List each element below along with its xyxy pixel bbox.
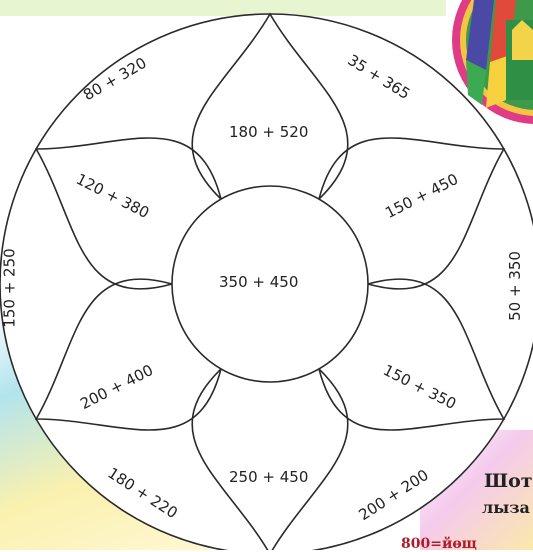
- side-text-line-1: Шот-: [484, 470, 533, 492]
- petal-top-label: 180 + 520: [229, 123, 308, 141]
- petal-bottom-label: 250 + 450: [229, 468, 308, 486]
- ring-left-label: 150 + 250: [1, 248, 19, 327]
- ring-right-label: 50 + 350: [506, 251, 524, 321]
- center-label: 350 + 450: [219, 273, 298, 291]
- side-text-line-2: лыза да: [482, 498, 533, 517]
